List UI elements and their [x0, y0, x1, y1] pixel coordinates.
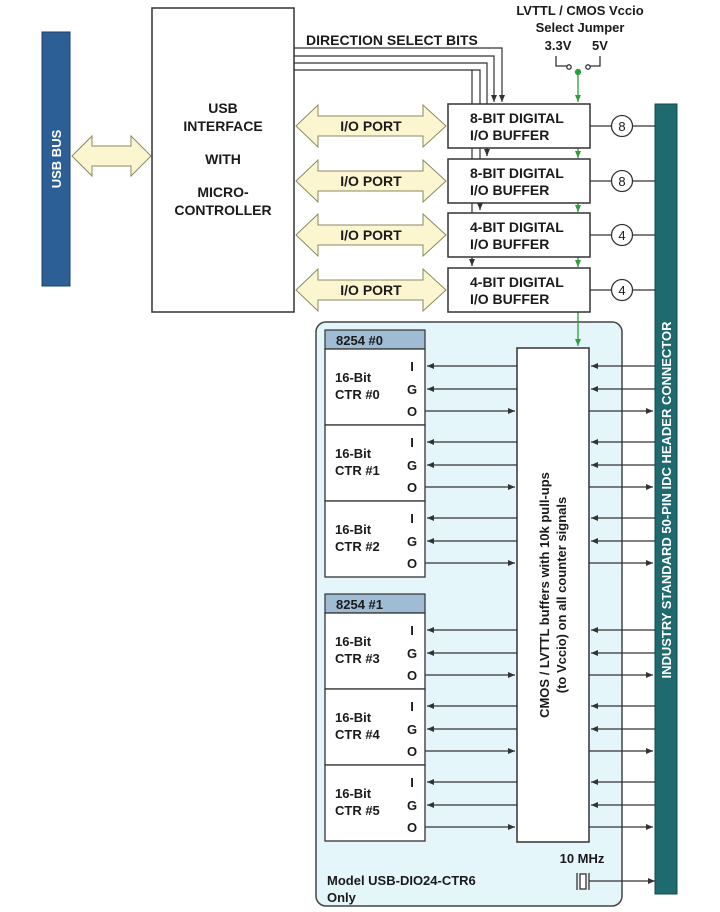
usb-interface-line2: INTERFACE	[183, 118, 262, 134]
counter-label2-3: CTR #3	[335, 651, 380, 666]
pin-i-0: I	[410, 359, 414, 374]
counter-label2-1: CTR #1	[335, 463, 380, 478]
io-buffer-0	[447, 103, 591, 149]
counter-box-4	[324, 688, 426, 766]
io-bits-1: 8	[618, 174, 625, 189]
io-buffer-label2-3: I/O BUFFER	[470, 291, 549, 307]
pin-g-0: G	[407, 382, 417, 397]
io-port-label-0: I/O PORT	[340, 118, 402, 134]
model-note-line1: Model USB-DIO24-CTR6	[327, 873, 476, 888]
io-buffer-label2-1: I/O BUFFER	[470, 182, 549, 198]
usb-interface-line4: MICRO-	[197, 184, 249, 200]
counter-box-2	[324, 500, 426, 578]
counter-box-0	[324, 348, 426, 426]
io-port-row-3: I/O PORT 4-BIT DIGITAL I/O BUFFER 4	[295, 267, 655, 313]
io-buffer-label1-0: 8-BIT DIGITAL	[470, 110, 564, 126]
io-buffer-label2-0: I/O BUFFER	[470, 127, 549, 143]
usb-bus-arrow	[71, 134, 152, 178]
clock-label: 10 MHz	[560, 851, 605, 866]
jumper-title-line1: LVTTL / CMOS Vccio	[516, 3, 643, 18]
pin-g-3: G	[407, 646, 417, 661]
io-port-label-1: I/O PORT	[340, 173, 402, 189]
io-port-row-2: I/O PORT 4-BIT DIGITAL I/O BUFFER 4	[295, 212, 655, 258]
io-buffer-label1-1: 8-BIT DIGITAL	[470, 165, 564, 181]
counter-label1-2: 16-Bit	[335, 522, 372, 537]
pin-i-4: I	[410, 699, 414, 714]
io-buffer-label1-2: 4-BIT DIGITAL	[470, 219, 564, 235]
pin-g-2: G	[407, 534, 417, 549]
counter-label2-2: CTR #2	[335, 539, 380, 554]
crystal-icon	[576, 873, 655, 890]
io-bits-3: 4	[618, 283, 625, 298]
usb-interface-line5: CONTROLLER	[174, 202, 271, 218]
jumper-title-line2: Select Jumper	[536, 20, 625, 35]
signal-buffer-line1: CMOS / LVTTL buffers with 10k pull-ups	[537, 472, 552, 718]
io-bits-2: 4	[618, 228, 625, 243]
io-port-row-0: I/O PORT 8-BIT DIGITAL I/O BUFFER 8	[295, 103, 655, 149]
pin-o-1: O	[407, 480, 417, 495]
io-port-row-1: I/O PORT 8-BIT DIGITAL I/O BUFFER 8	[295, 158, 655, 204]
counter-label1-3: 16-Bit	[335, 634, 372, 649]
jumper-switch	[555, 56, 601, 76]
connector-bar	[654, 103, 678, 895]
counter-label2-5: CTR #5	[335, 803, 380, 818]
io-port-arrow-3	[295, 267, 447, 313]
counter-label2-0: CTR #0	[335, 387, 380, 402]
pin-i-2: I	[410, 511, 414, 526]
pin-o-2: O	[407, 556, 417, 571]
io-port-arrow-0	[295, 103, 447, 149]
pin-i-1: I	[410, 435, 414, 450]
io-port-label-2: I/O PORT	[340, 227, 402, 243]
io-bits-badge-0	[610, 114, 634, 138]
counter-label1-5: 16-Bit	[335, 786, 372, 801]
usb-bus-label: USB BUS	[49, 129, 64, 188]
pin-o-0: O	[407, 404, 417, 419]
direction-select-label: DIRECTION SELECT BITS	[306, 32, 478, 48]
io-port-label-3: I/O PORT	[340, 282, 402, 298]
io-buffer-2	[447, 212, 591, 258]
io-buffer-label2-2: I/O BUFFER	[470, 236, 549, 252]
counter-box-3	[324, 612, 426, 690]
usb-interface-line3: WITH	[205, 151, 241, 167]
signal-buffer-line2: (to Vccio) on all counter signals	[554, 497, 569, 693]
pin-o-3: O	[407, 668, 417, 683]
pin-g-1: G	[407, 458, 417, 473]
io-buffer-label1-3: 4-BIT DIGITAL	[470, 274, 564, 290]
io-bits-0: 8	[618, 119, 625, 134]
io-buffer-3	[447, 267, 591, 313]
counter-label1-4: 16-Bit	[335, 710, 372, 725]
counter-label1-0: 16-Bit	[335, 370, 372, 385]
counter-box-1	[324, 424, 426, 502]
usb-bus-bar	[41, 31, 71, 287]
pin-g-5: G	[407, 798, 417, 813]
jumper-option-5v: 5V	[592, 38, 608, 53]
counter-box-5	[324, 764, 426, 842]
chip-title-0: 8254 #0	[336, 333, 383, 348]
pin-o-5: O	[407, 820, 417, 835]
io-bits-badge-3	[610, 278, 634, 302]
io-port-arrow-1	[295, 158, 447, 204]
io-port-arrow-2	[295, 212, 447, 258]
usb-interface-box	[151, 7, 295, 313]
pin-i-5: I	[410, 775, 414, 790]
pin-o-4: O	[407, 744, 417, 759]
model-note-line2: Only	[327, 890, 357, 905]
pin-g-4: G	[407, 722, 417, 737]
usb-interface-line1: USB	[208, 100, 238, 116]
io-buffer-1	[447, 158, 591, 204]
chip-title-1: 8254 #1	[336, 597, 383, 612]
io-bits-badge-2	[610, 223, 634, 247]
counter-label2-4: CTR #4	[335, 727, 381, 742]
jumper-option-3v3: 3.3V	[545, 38, 572, 53]
pin-i-3: I	[410, 623, 414, 638]
signal-buffer-block	[516, 347, 590, 843]
io-bits-badge-1	[610, 169, 634, 193]
counter-label1-1: 16-Bit	[335, 446, 372, 461]
connector-label: INDUSTRY STANDARD 50-PIN IDC HEADER CONN…	[659, 321, 674, 679]
